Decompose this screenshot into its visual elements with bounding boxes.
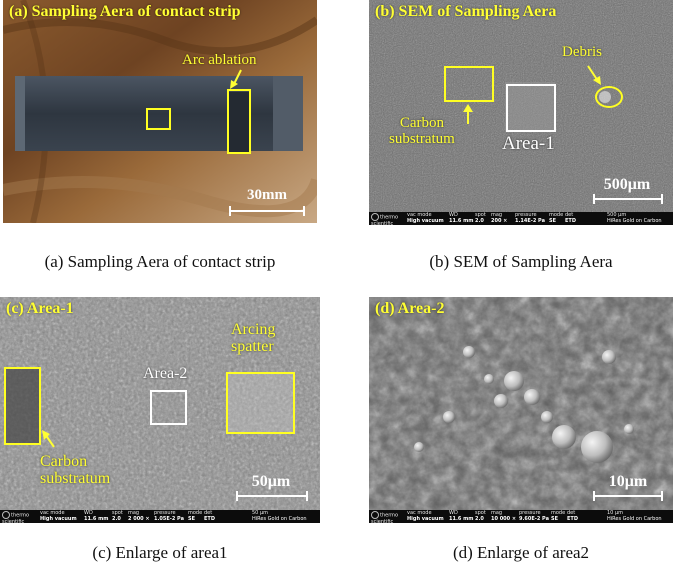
carbon-arrow-b xyxy=(463,104,473,124)
panel-a-scale-bar xyxy=(229,206,305,216)
debris-circle xyxy=(595,86,623,108)
panel-d-title: (d) Area-2 xyxy=(375,300,445,317)
sampling-box-small xyxy=(146,108,171,130)
panel-b-scale-label: 500μm xyxy=(603,176,651,193)
panel-c-scale-bar xyxy=(236,491,308,501)
debris-arrow xyxy=(587,65,601,85)
panel-a-photo: (a) Sampling Aera of contact strip Arc a… xyxy=(3,0,317,223)
arc-ablation-label: Arc ablation xyxy=(182,52,257,68)
panel-a-scale-label: 30mm xyxy=(247,187,287,203)
panel-c-scale-label: 50μm xyxy=(251,473,291,490)
debris-label: Debris xyxy=(562,44,602,60)
panel-b-scale-bar xyxy=(593,194,663,204)
panel-c-title: (c) Area-1 xyxy=(6,300,74,317)
carbon-substratum-box-b xyxy=(444,66,494,102)
area-2-label: Area-2 xyxy=(143,365,188,382)
panel-d-sem: (d) Area-2 10μm thermo scientific vac mo… xyxy=(369,297,673,523)
panel-d-scale-label: 10μm xyxy=(608,473,648,490)
wood-background-image xyxy=(3,0,317,223)
carbon-substratum-box-c xyxy=(4,367,41,445)
panel-b-sem: (b) SEM of Sampling Aera Debris Carbon s… xyxy=(369,0,673,225)
panel-b-title: (b) SEM of Sampling Aera xyxy=(375,3,557,20)
thermo-logo-icon xyxy=(371,213,379,221)
caption-d: (d) Enlarge of area2 xyxy=(452,543,590,562)
arcing-spatter-label: Arcing spatter xyxy=(231,321,276,355)
arcing-spatter-box xyxy=(226,372,295,434)
thermo-brand-b: thermo scientific xyxy=(371,213,399,225)
panel-c-sem: (c) Area-1 Arcing spatter Area-2 Carbon … xyxy=(0,297,320,523)
area-1-label: Area-1 xyxy=(502,133,555,154)
thermo-brand-c: thermo scientific xyxy=(2,511,30,523)
thermo-brand-d: thermo scientific xyxy=(371,511,399,523)
sem-image-d xyxy=(369,297,673,523)
thermo-logo-icon xyxy=(2,511,10,519)
panel-a-title: (a) Sampling Aera of contact strip xyxy=(9,3,241,20)
carbon-substratum-label-c: Carbon substratum xyxy=(40,453,111,487)
caption-c: (c) Enlarge of area1 xyxy=(92,543,228,562)
carbon-arrow-c xyxy=(42,430,55,448)
area-1-box xyxy=(506,84,556,132)
thermo-logo-icon xyxy=(371,511,379,519)
caption-b: (b) SEM of Sampling Aera xyxy=(429,252,613,271)
area-2-box xyxy=(150,390,187,425)
panel-d-scale-bar xyxy=(593,491,663,501)
caption-a: (a) Sampling Aera of contact strip xyxy=(44,252,276,271)
arc-ablation-arrow xyxy=(230,69,242,89)
carbon-substratum-label-b: Carbon substratum xyxy=(389,115,455,147)
sem-image-c xyxy=(0,297,320,523)
arc-ablation-box xyxy=(227,89,251,154)
